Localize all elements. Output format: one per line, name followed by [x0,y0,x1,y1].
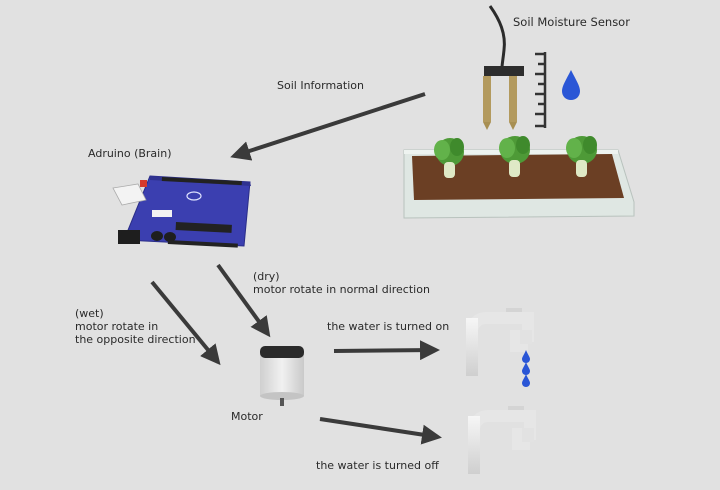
wet-label-line3: the opposite direction [75,333,196,346]
faucet-icon [468,406,536,474]
water-on-label: the water is turned on [327,320,450,333]
soil-info-arrow [230,92,426,161]
dry-label-line1: (dry) [253,270,280,283]
wet-arrow [150,280,221,366]
moisture-scale-icon [535,52,547,128]
water-drop-icon [522,362,530,375]
dry-arrow [216,263,271,338]
water-off-label: the water is turned off [316,459,439,472]
dry-label-line2: motor rotate in normal direction [253,283,430,296]
wet-label-line1: (wet) [75,307,104,320]
water-off-arrow [319,417,442,445]
arduino-label: Adruino (Brain) [88,147,172,160]
sensor-label: Soil Moisture Sensor [513,15,630,29]
motor-icon [260,346,304,406]
sensor-icon [483,5,524,130]
soil-info-label: Soil Information [277,79,364,92]
arduino-board-icon [112,175,251,248]
water-drop-icon [562,70,580,100]
plant-icon [434,138,464,178]
water-on-arrow [333,340,440,361]
plant-icon [499,136,530,177]
water-drop-icon [522,374,530,387]
motor-label: Motor [231,410,263,423]
faucet-icon [466,308,534,376]
water-drop-icon [522,350,530,363]
wet-label-line2: motor rotate in [75,320,159,333]
plant-icon [566,136,597,177]
